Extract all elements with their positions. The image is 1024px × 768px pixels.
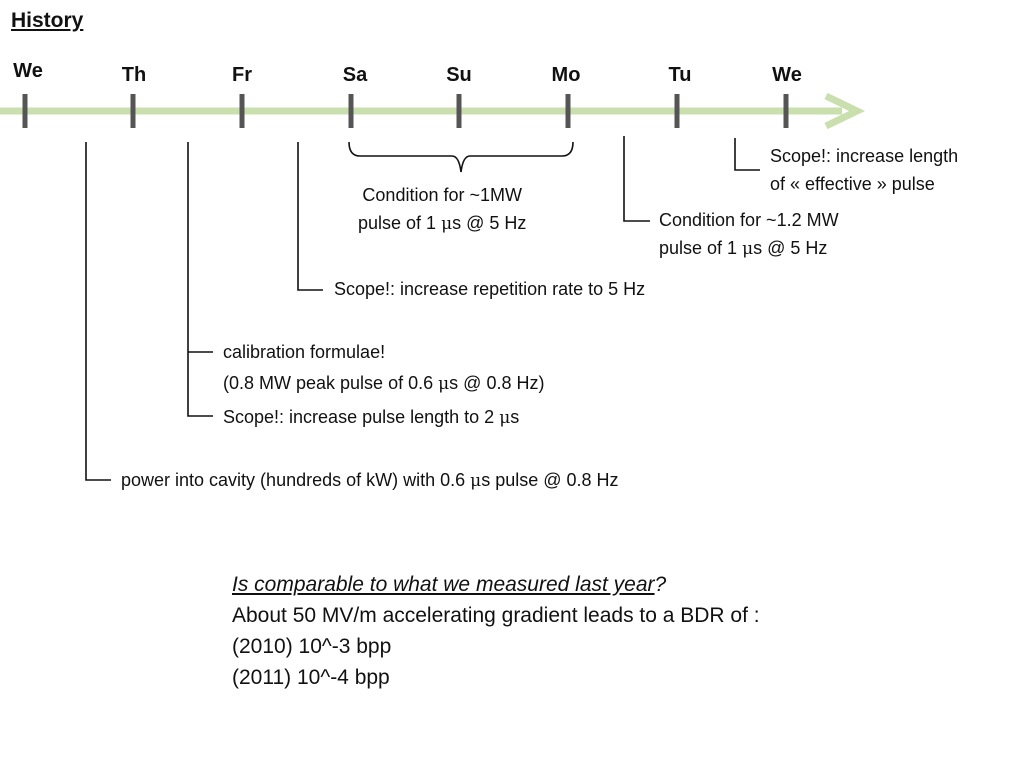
leader-scope-effective [734,138,760,171]
calibration-note: calibration formulae! [223,342,386,362]
page-title: History [11,9,84,32]
condition-1-2mw-text-b: s @ 5 Hz [753,238,828,258]
timeline-ticks [22,94,789,128]
mu-symbol: μ [441,214,453,234]
condition-1mw-text-a: pulse of 1 [358,213,442,233]
condition-1-2mw-line2: pulse of 1 μs @ 5 Hz [659,234,839,263]
day-label-tu: Tu [668,64,692,86]
calibration-detail-text-a: (0.8 MW peak pulse of 0.6 [223,373,439,393]
scope-effective-line1: Scope!: increase length [770,146,959,166]
day-label-sa: Sa [342,64,368,86]
day-label-we: We [13,60,43,82]
bdr-2010: (2010) 10^-3 bpp [232,635,392,658]
mu-symbol: μ [470,471,482,491]
mu-symbol: μ [438,374,450,394]
brace-sa-mo [348,141,574,173]
leader-condition-1-2mw [623,136,650,222]
day-label-mo: Mo [551,64,581,86]
scope-pulse-length-text-a: Scope!: increase pulse length to 2 [223,407,500,427]
scope-effective-note: Scope!: increase length of « effective »… [770,142,958,198]
gradient-statement: About 50 MV/m accelerating gradient lead… [232,604,760,627]
timeline-arrow-head [824,92,866,130]
question-italic: Is comparable to what we measured last y… [232,573,666,596]
question-underlined: Is comparable to what we measured last y… [232,573,655,596]
day-label-su: Su [446,64,472,86]
scope-effective-line2: of « effective » pulse [770,174,935,194]
condition-1mw-line1: Condition for ~1MW [362,185,522,205]
mu-symbol: μ [499,408,511,428]
power-into-cavity-text-b: s pulse @ 0.8 Hz [481,470,619,490]
leader-scope-repetition [297,142,323,291]
calibration-detail-note: (0.8 MW peak pulse of 0.6 μs @ 0.8 Hz) [223,369,544,398]
condition-1-2mw-line1: Condition for ~1.2 MW [659,210,839,230]
calibration-detail-text-b: s @ 0.8 Hz) [449,373,545,393]
condition-1mw-line2: pulse of 1 μs @ 5 Hz [358,209,526,238]
day-label-th: Th [121,64,147,86]
scope-pulse-length-text-b: s [510,407,520,427]
leader-power-into-cavity [85,142,111,481]
day-label-fr: Fr [232,64,252,86]
bottom-text-block: Is comparable to what we measured last y… [232,569,760,693]
power-into-cavity-note: power into cavity (hundreds of kW) with … [121,466,619,495]
timeline-axis [0,92,866,130]
annotation-leaders [85,136,760,481]
bdr-2011: (2011) 10^-4 bpp [232,666,390,689]
leader-scope-pulse-length [187,142,213,417]
scope-pulse-length-note: Scope!: increase pulse length to 2 μs [223,403,519,432]
condition-1-2mw-text-a: pulse of 1 [659,238,743,258]
comparison-question: Is comparable to what we measured last y… [232,569,760,600]
day-label-we-2: We [772,64,802,86]
condition-1-2mw-note: Condition for ~1.2 MW pulse of 1 μs @ 5 … [659,206,839,263]
scope-repetition-note: Scope!: increase repetition rate to 5 Hz [334,279,646,299]
question-mark: ? [654,573,667,596]
condition-1mw-note: Condition for ~1MW pulse of 1 μs @ 5 Hz [358,181,526,238]
mu-symbol: μ [742,239,754,259]
condition-1mw-text-b: s @ 5 Hz [452,213,527,233]
power-into-cavity-text-a: power into cavity (hundreds of kW) with … [121,470,471,490]
